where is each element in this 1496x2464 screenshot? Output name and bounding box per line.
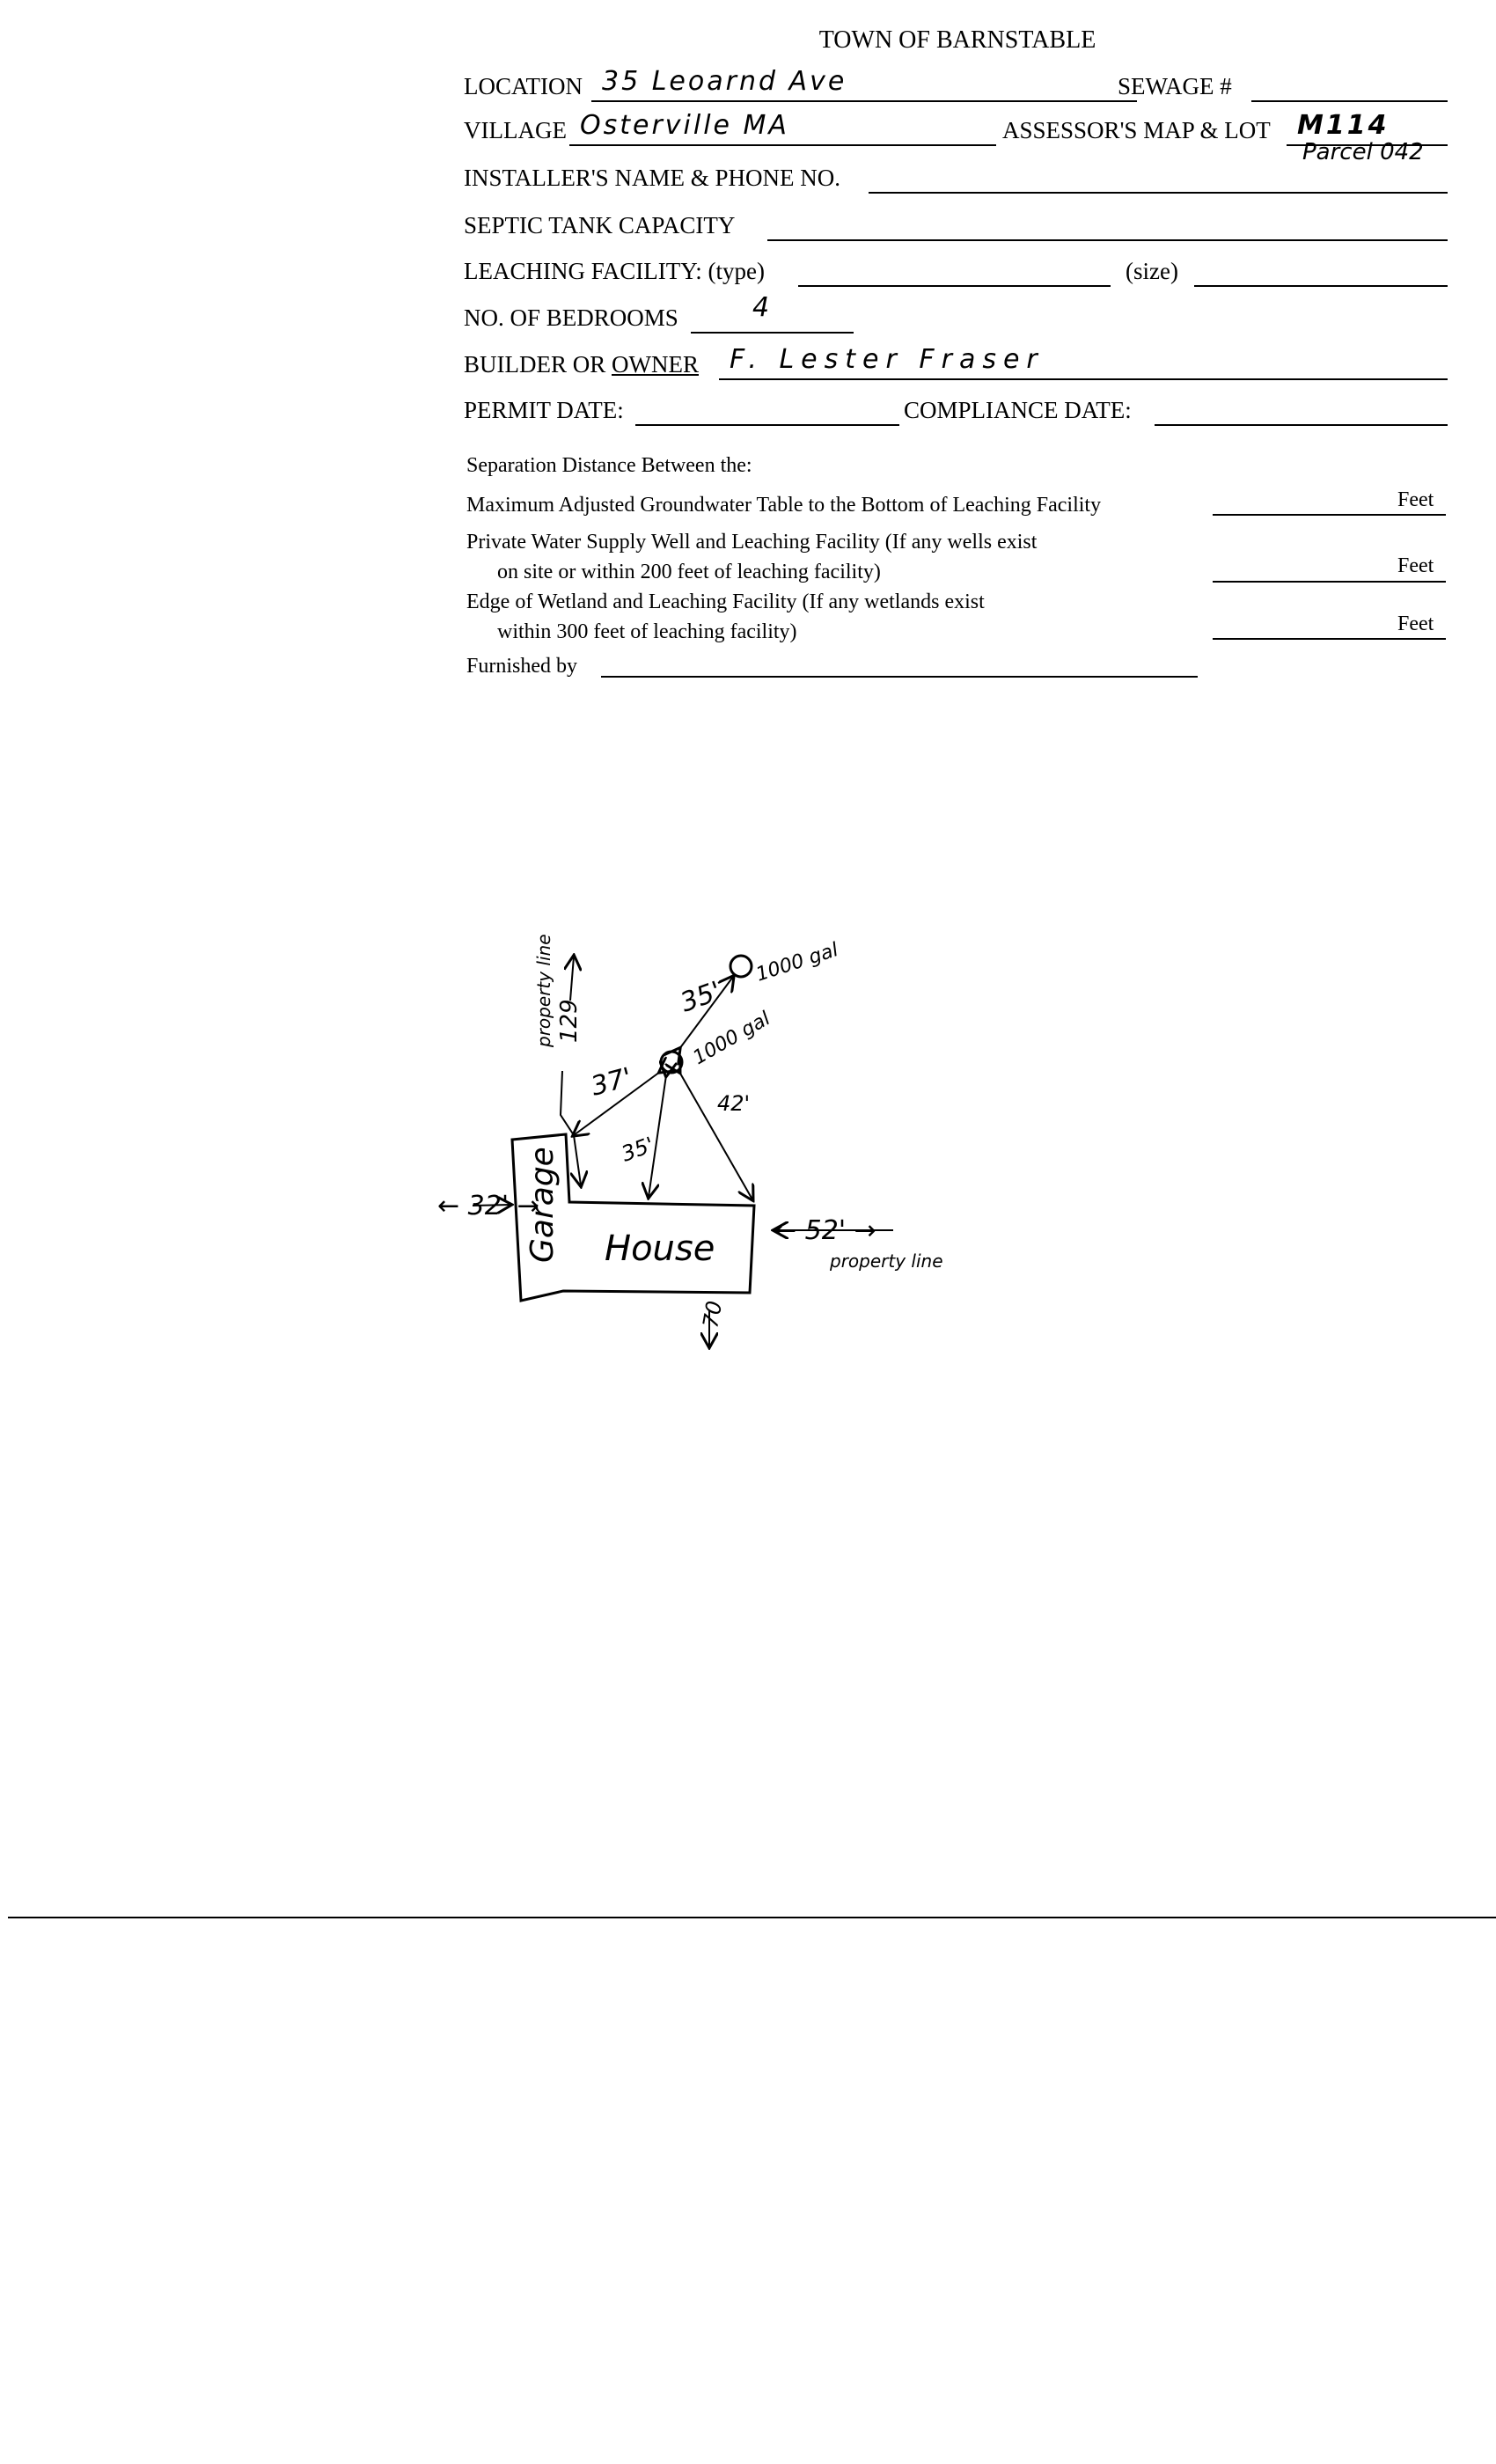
assessor-field[interactable]: M114 [1287, 110, 1448, 146]
dim-42-label: 42' [717, 1091, 750, 1116]
top-distance-label: 129 [556, 999, 583, 1043]
builder-label: BUILDER OR OWNER [464, 351, 699, 378]
location-label: LOCATION [464, 73, 583, 99]
groundwater-feet-field[interactable] [1213, 514, 1446, 516]
page-divider [8, 1917, 1496, 1918]
left-distance-label: ← 32' → [437, 1191, 539, 1221]
tank1-label: 1000 gal [753, 939, 841, 986]
right-distance-label: ← 52' → [774, 1215, 876, 1246]
feet-label: Feet [1397, 612, 1434, 635]
leaching-type-label: LEACHING FACILITY: (type) [464, 258, 765, 284]
village-label: VILLAGE [464, 117, 567, 143]
location-value: 35 Leoarnd Ave [602, 66, 847, 97]
separation-item-wetland: Edge of Wetland and Leaching Facility (I… [466, 590, 985, 613]
bedrooms-label: NO. OF BEDROOMS [464, 304, 678, 331]
permit-date-label: PERMIT DATE: [464, 397, 624, 423]
wetland-feet-field[interactable] [1213, 638, 1446, 640]
furnished-by-field[interactable] [601, 676, 1198, 678]
separation-item-groundwater: Maximum Adjusted Groundwater Table to th… [466, 494, 1102, 517]
location-row: LOCATION 35 Leoarnd Ave SEWAGE # [464, 66, 1448, 102]
separation-item-wetland-cont: within 300 feet of leaching facility) [497, 620, 797, 643]
assessor-value: M114 [1297, 110, 1390, 141]
tank-connection-line [679, 977, 733, 1049]
installer-label: INSTALLER'S NAME & PHONE NO. [464, 165, 840, 191]
bedrooms-value: 4 [752, 292, 773, 323]
builder-row: BUILDER OR OWNER F. Lester Fraser [464, 344, 1448, 380]
furnished-by-label: Furnished by [466, 655, 577, 678]
leaching-size-field[interactable] [1194, 255, 1448, 287]
dates-row: PERMIT DATE: COMPLIANCE DATE: [464, 394, 1448, 426]
installer-row: INSTALLER'S NAME & PHONE NO. [464, 162, 1448, 194]
dim-42-line [679, 1072, 752, 1199]
installer-field[interactable] [869, 162, 1448, 194]
leaching-size-label: (size) [1126, 258, 1178, 284]
garage-label: Garage [524, 1147, 561, 1263]
septic-field[interactable] [767, 209, 1448, 241]
top-distance-arrow [570, 957, 574, 1001]
dim-35-label: 35' [618, 1133, 656, 1167]
separation-item-well-cont: on site or within 200 feet of leaching f… [497, 561, 881, 583]
sewage-field[interactable] [1251, 70, 1448, 102]
location-field[interactable]: 35 Leoarnd Ave [591, 66, 1137, 102]
village-row: VILLAGE Osterville MA ASSESSOR'S MAP & L… [464, 110, 1448, 146]
leaching-row: LEACHING FACILITY: (type) (size) [464, 255, 1448, 287]
bedrooms-field[interactable]: 4 [691, 292, 854, 334]
parcel-value: Parcel 042 [1302, 139, 1424, 165]
separation-item-well: Private Water Supply Well and Leaching F… [466, 531, 1038, 554]
feet-label: Feet [1397, 554, 1434, 577]
house-label: House [605, 1228, 715, 1269]
builder-value: F. Lester Fraser [730, 344, 1045, 375]
leaching-type-field[interactable] [798, 255, 1111, 287]
sewage-label: SEWAGE # [1118, 73, 1232, 99]
well-feet-field[interactable] [1213, 581, 1446, 583]
property-line-right-label: property line [829, 1250, 943, 1272]
property-line-left [559, 1070, 581, 1185]
builder-field[interactable]: F. Lester Fraser [719, 344, 1448, 380]
septic-tank-circle [659, 1050, 684, 1074]
house-outline [510, 1133, 756, 1302]
village-field[interactable]: Osterville MA [569, 110, 996, 146]
property-line-top-label: property line [533, 934, 554, 1048]
left-arrow-right [472, 1205, 510, 1206]
form-title: TOWN OF BARNSTABLE [818, 26, 1096, 54]
dim-37-label: 37' [588, 1062, 635, 1103]
permit-date-field[interactable] [635, 394, 899, 426]
separation-heading: Separation Distance Between the: [466, 454, 752, 477]
feet-label: Feet [1397, 488, 1434, 511]
septic-label: SEPTIC TANK CAPACITY [464, 212, 736, 238]
dim-35-line [649, 1075, 666, 1197]
dim-tanks-label: 35' [677, 976, 726, 1019]
leaching-tank-circle [729, 954, 753, 979]
compliance-date-label: COMPLIANCE DATE: [904, 397, 1132, 423]
bottom-distance-label: 70 [698, 1299, 727, 1330]
septic-row: SEPTIC TANK CAPACITY [464, 209, 1448, 241]
bedrooms-row: NO. OF BEDROOMS 4 [464, 292, 1448, 334]
assessor-label: ASSESSOR'S MAP & LOT [1002, 117, 1271, 143]
village-value: Osterville MA [580, 110, 789, 141]
compliance-date-field[interactable] [1155, 394, 1448, 426]
